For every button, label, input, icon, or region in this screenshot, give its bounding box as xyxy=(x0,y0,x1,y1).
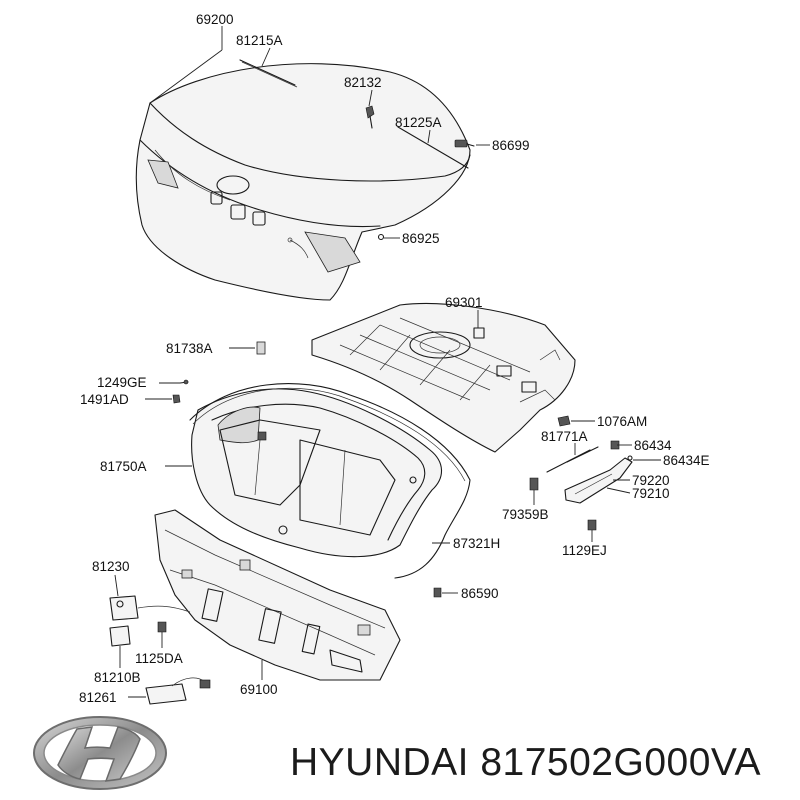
weatherstrip-81215A xyxy=(239,59,298,88)
label-87321H: 87321H xyxy=(453,536,500,551)
label-81210B: 81210B xyxy=(94,670,141,685)
label-86925: 86925 xyxy=(402,231,440,246)
label-81230: 81230 xyxy=(92,559,130,574)
label-79210: 79210 xyxy=(632,486,670,501)
label-86699: 86699 xyxy=(492,138,530,153)
hinge-79220-79210 xyxy=(564,440,633,504)
label-81750A: 81750A xyxy=(100,459,147,474)
bolt-1125DA xyxy=(157,621,167,633)
trunk-lid-trim-drawing xyxy=(191,388,443,558)
hyundai-logo-icon xyxy=(33,716,167,790)
label-86434: 86434 xyxy=(634,438,672,453)
label-86590: 86590 xyxy=(461,586,499,601)
rear-panel-drawing xyxy=(154,509,401,681)
label-81225A: 81225A xyxy=(395,115,442,130)
bolt-86699 xyxy=(454,139,475,148)
part-number-title: HYUNDAI 817502G000VA xyxy=(290,741,762,784)
package-tray-drawing xyxy=(311,303,576,453)
label-86434E: 86434E xyxy=(663,453,710,468)
label-79220: 79220 xyxy=(632,473,670,488)
label-69100: 69100 xyxy=(240,682,278,697)
bolt-1129EJ xyxy=(587,519,597,531)
label-81261: 81261 xyxy=(79,690,117,705)
part-number-labels: 69200 81215A 82132 81225A 86699 86925 69… xyxy=(79,12,710,705)
gas-strut-81771A xyxy=(546,446,599,473)
clip-82132 xyxy=(365,105,375,129)
label-81738A: 81738A xyxy=(166,341,213,356)
label-69301: 69301 xyxy=(445,295,483,310)
label-81771A: 81771A xyxy=(541,429,588,444)
label-1249GE: 1249GE xyxy=(97,375,147,390)
latch-81230 xyxy=(109,595,191,621)
strip-81225A xyxy=(397,126,469,169)
label-1125DA: 1125DA xyxy=(135,651,183,666)
label-1076AM: 1076AM xyxy=(597,414,647,429)
washer-1491AD xyxy=(172,394,181,404)
actuator-81261 xyxy=(145,677,211,705)
clip-81738A xyxy=(256,341,266,355)
label-82132: 82132 xyxy=(344,75,382,90)
weatherstrip-87321H xyxy=(189,383,471,579)
striker-81210B xyxy=(109,625,131,647)
label-1129EJ: 1129EJ xyxy=(562,543,607,558)
label-1491AD: 1491AD xyxy=(80,392,129,407)
trunk-lid-drawing xyxy=(135,63,471,301)
label-69200: 69200 xyxy=(196,12,234,27)
bolt-79359B xyxy=(529,477,539,491)
leader-lines xyxy=(114,26,661,698)
nut-1076AM xyxy=(557,415,571,427)
cap-86590 xyxy=(433,587,442,598)
plug-86925 xyxy=(377,233,385,241)
label-79359B: 79359B xyxy=(502,507,549,522)
screw-1249GE xyxy=(179,379,189,385)
label-81215A: 81215A xyxy=(236,33,283,48)
